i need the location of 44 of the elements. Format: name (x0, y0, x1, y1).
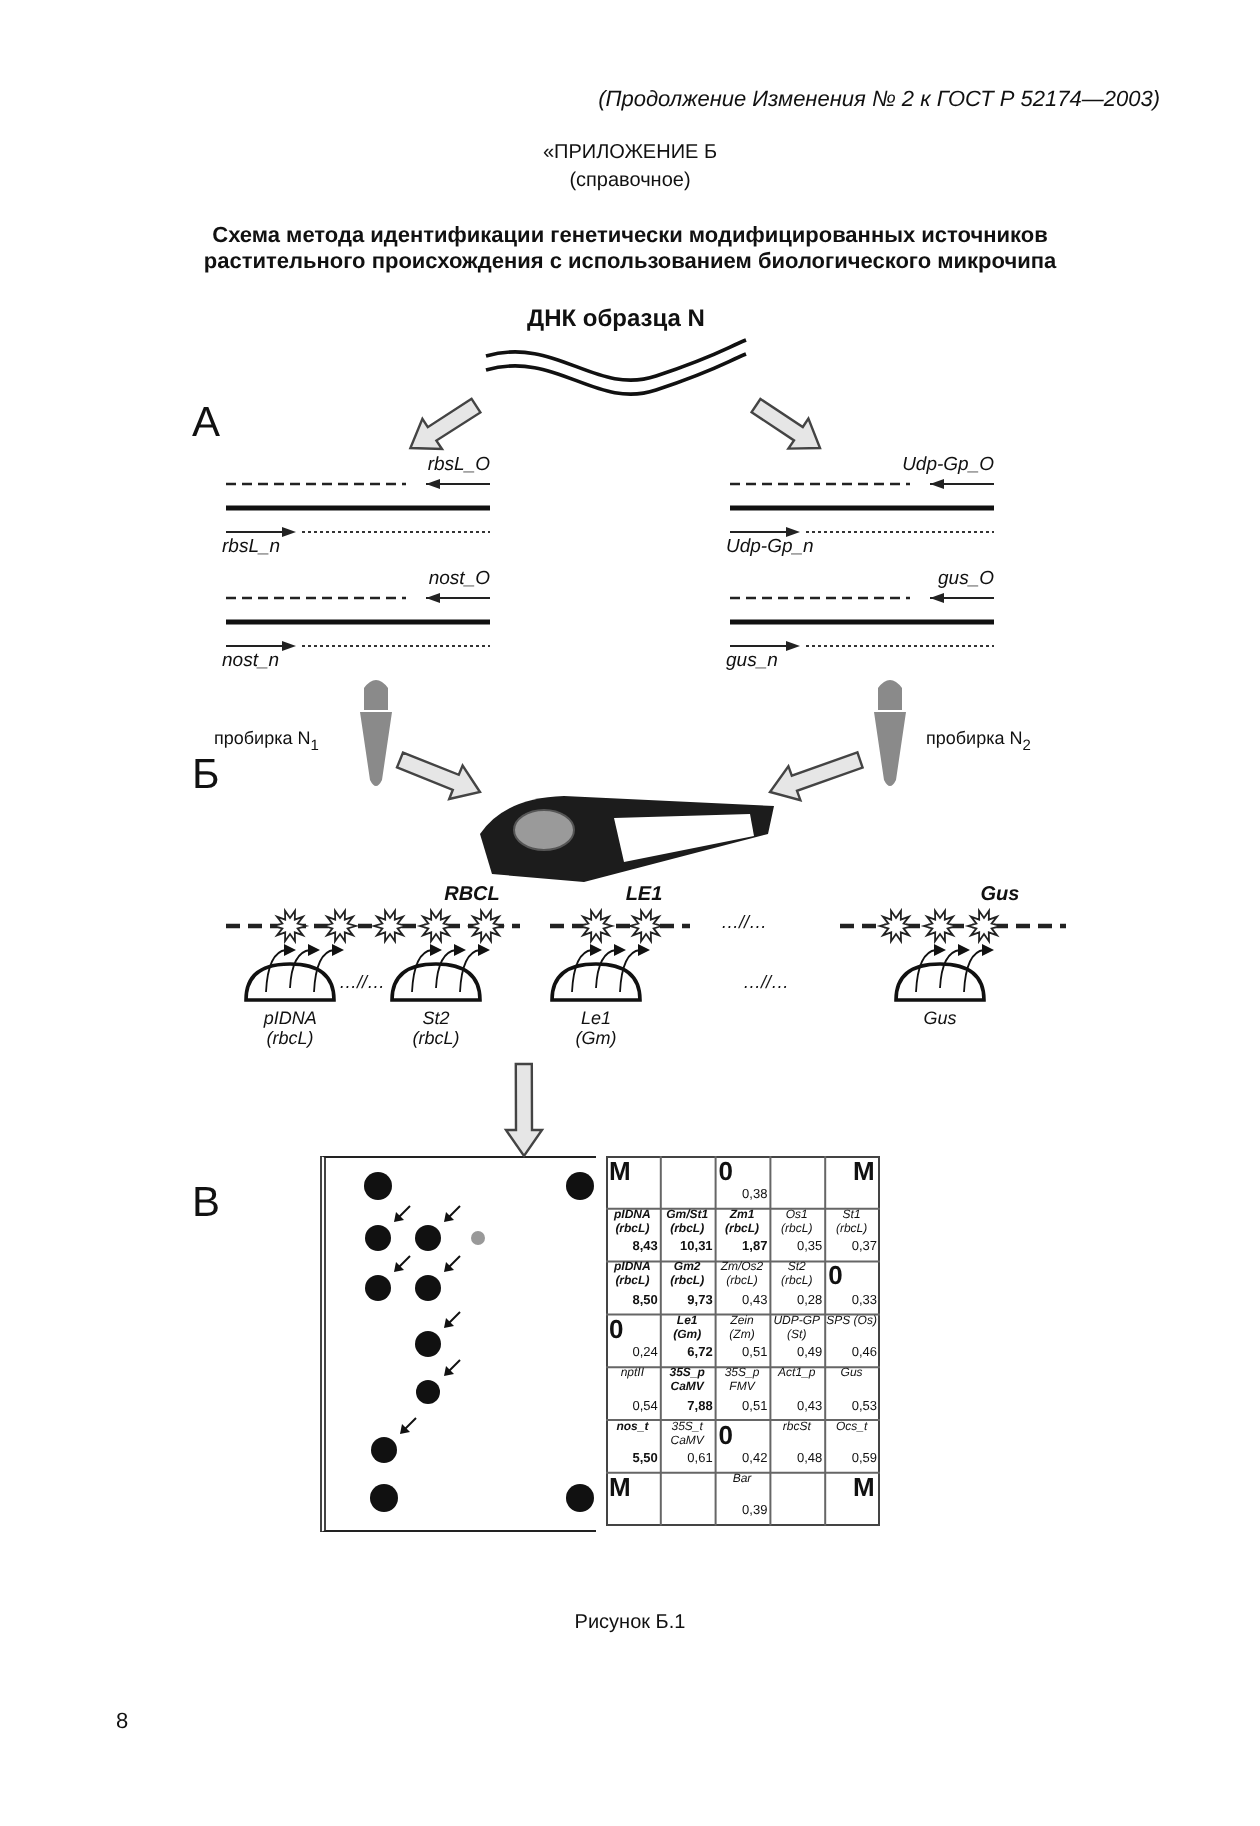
dna-label: ДНК образца N (525, 306, 707, 334)
gene-label: Le1 (Gm) (575, 1008, 617, 1050)
appendix-heading: «ПРИЛОЖЕНИЕ Б (540, 142, 720, 165)
gene-label: St2 (rbcL) (412, 1008, 460, 1050)
primer-label: rbsL_n (222, 538, 281, 560)
primer-label: Udp-Gp_n (726, 538, 814, 560)
probe-label: RBCL (444, 884, 500, 907)
ellipsis-mark: …//… (721, 912, 767, 933)
appendix-subheading: (справочное) (567, 170, 693, 193)
probe-label: Gus (980, 884, 1020, 907)
primer-label: Udp-Gp_O (902, 456, 994, 478)
hollow-arrow (768, 750, 865, 802)
section-letter: Б (192, 752, 220, 801)
primer-label: gus_O (938, 570, 994, 592)
control-mark: 0 (718, 1421, 734, 1451)
header-note: (Продолжение Изменения № 2 к ГОСТ Р 52174—2003) (598, 88, 1160, 114)
tube-label: пробирка N$_{2}$ (926, 728, 1031, 755)
section-letter: А (192, 400, 221, 449)
control-mark: 0 (609, 1315, 624, 1346)
control-mark: M (609, 1473, 631, 1504)
primer-label: nost_O (428, 570, 490, 592)
control-mark: 0 (828, 1262, 843, 1293)
gene-label: pIDNA (rbcL) (263, 1008, 317, 1050)
primer-label: nost_n (222, 652, 280, 674)
hollow-arrow (408, 397, 483, 451)
control-mark: M (853, 1473, 875, 1504)
control-mark: M (853, 1157, 875, 1187)
hollow-arrow (503, 1062, 545, 1159)
probe-label: LE1 (625, 884, 663, 907)
gene-label: Gus (923, 1008, 957, 1029)
primer-label: gus_n (726, 652, 778, 674)
figure-caption: Рисунок Б.1 (572, 1612, 688, 1635)
tube-label: пробирка N$_{1}$ (214, 728, 319, 755)
control-mark: 0 (718, 1157, 734, 1187)
page-number: 8 (116, 1710, 129, 1736)
section-letter: В (192, 1180, 221, 1229)
primer-label: rbsL_O (427, 456, 490, 478)
ellipsis-mark: …//… (743, 972, 789, 993)
control-mark: M (609, 1157, 631, 1187)
spot-array-image (320, 1156, 596, 1532)
hollow-arrow (749, 397, 822, 450)
ellipsis-mark: …//… (339, 972, 385, 993)
hollow-arrow (395, 751, 482, 801)
diagram-title: Схема метода идентификации генетически модифицированных источников растительного происхождения с использованием биологического микрочипа (201, 224, 1059, 275)
